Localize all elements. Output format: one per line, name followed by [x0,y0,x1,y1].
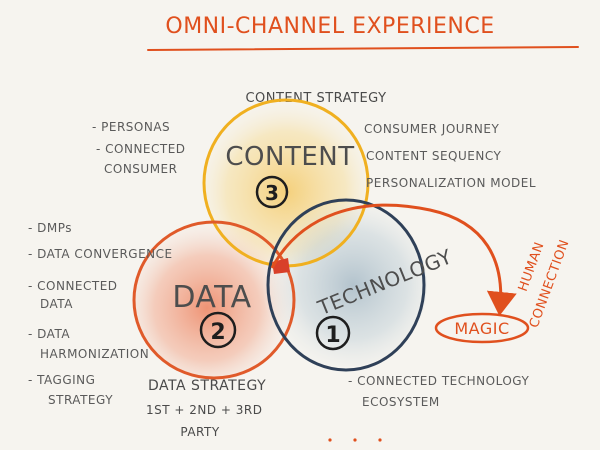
content-right-note-3: PERSONALIZATION MODEL [366,176,536,190]
decor-dot [328,438,332,442]
tech-note-1: - CONNECTED TECHNOLOGY [348,374,529,388]
title-underline [147,46,579,51]
data-note-8: STRATEGY [48,393,113,407]
data-note-4: DATA [40,297,73,311]
content-left-note-2: - CONNECTED [96,142,186,156]
data-circle [132,220,296,380]
data-note-5: - DATA [28,327,70,341]
decor-dot [378,438,382,442]
diagram-title: OMNI-CHANNEL EXPERIENCE [165,14,494,39]
content-right-note-2: CONTENT SEQUENCY [366,149,501,163]
magic-bubble [434,312,530,344]
tech-note-2: ECOSYSTEM [362,395,440,409]
data-note-1: - DMPs [28,221,72,235]
content-number-badge: 3 [255,175,289,209]
content-left-note-1: - PERSONAS [92,120,170,134]
technology-number-badge: 1 [315,315,351,351]
data-note-7: - TAGGING [28,373,95,387]
data-number: 2 [210,320,225,345]
data-note-6: HARMONIZATION [40,347,149,361]
content-number: 3 [265,181,279,205]
data-note-2: - DATA CONVERGENCE [28,247,173,261]
technology-wash [263,203,427,367]
data-strategy-heading: DATA STRATEGY [148,378,266,394]
decor-dot [353,438,357,442]
data-number-badge: 2 [199,311,237,349]
magic-label: MAGIC [454,319,509,338]
data-label: DATA [172,280,251,315]
data-strategy-sub-2: PARTY [180,425,219,439]
technology-number: 1 [325,323,340,348]
content-right-note-1: CONSUMER JOURNEY [364,122,499,136]
content-left-note-3: CONSUMER [104,162,177,176]
content-label: CONTENT [225,142,354,172]
data-note-3: - CONNECTED [28,279,118,293]
data-strategy-sub-1: 1ST + 2ND + 3RD [146,403,263,417]
technology-circle [266,198,426,372]
human-connection-arrow [270,203,517,316]
